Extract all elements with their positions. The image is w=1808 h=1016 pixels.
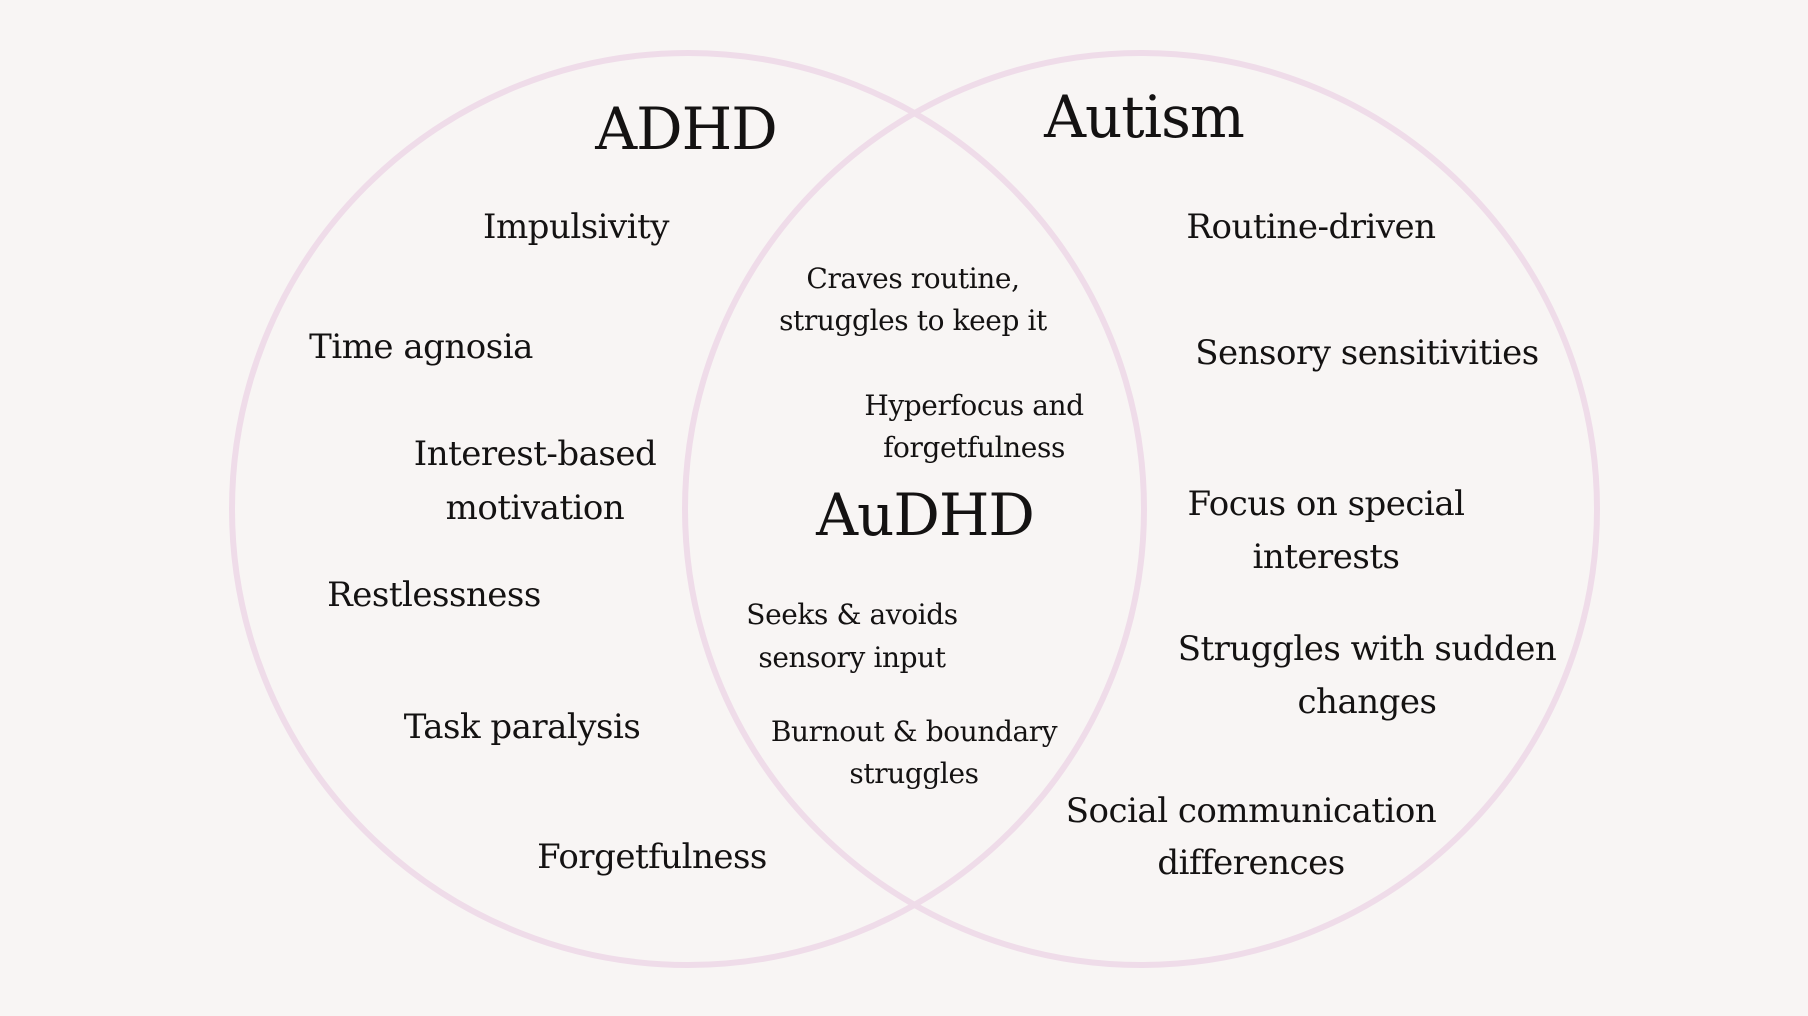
autism-item-sensory-sensitivities: Sensory sensitivities — [1195, 333, 1539, 373]
adhd-item-forgetfulness: Forgetfulness — [537, 837, 767, 877]
autism-item-special-interests: Focus on special interests — [1187, 484, 1465, 577]
adhd-title: ADHD — [595, 95, 777, 163]
autism-title: Autism — [1044, 83, 1245, 151]
audhd-item-hyperfocus: Hyperfocus and forgetfulness — [864, 389, 1084, 464]
adhd-item-interest-based-motivation: Interest-based motivation — [413, 434, 657, 528]
autism-item-social-communication: Social communication differences — [1065, 791, 1437, 883]
adhd-item-restlessness: Restlessness — [327, 575, 541, 615]
adhd-circle — [229, 50, 1147, 968]
autism-circle — [682, 50, 1600, 968]
audhd-item-sensory-input: Seeks & avoids sensory input — [746, 598, 958, 674]
autism-item-sudden-changes: Struggles with sudden changes — [1177, 629, 1557, 722]
autism-item-routine-driven: Routine-driven — [1186, 207, 1436, 247]
audhd-item-craves-routine: Craves routine, struggles to keep it — [779, 262, 1047, 337]
adhd-item-time-agnosia: Time agnosia — [309, 327, 533, 367]
audhd-item-burnout: Burnout & boundary struggles — [770, 715, 1058, 790]
audhd-title: AuDHD — [816, 481, 1035, 549]
adhd-item-impulsivity: Impulsivity — [483, 207, 669, 247]
adhd-item-task-paralysis: Task paralysis — [403, 707, 641, 747]
